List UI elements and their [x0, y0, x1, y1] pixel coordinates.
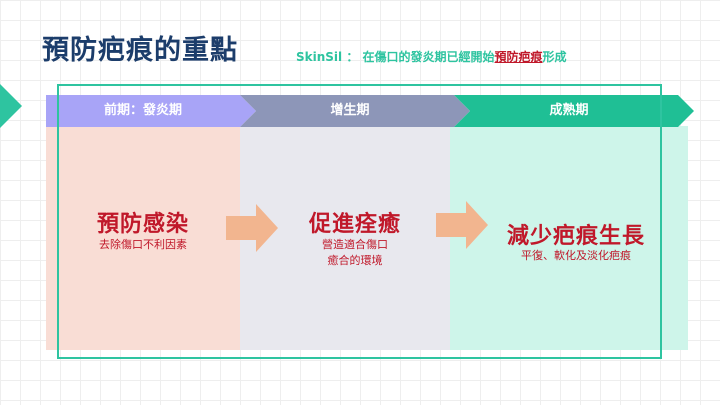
subtitle-text: 在傷口的發炎期已經開始	[362, 50, 495, 64]
arrow-right-icon	[436, 201, 488, 249]
stage-column-3	[450, 126, 688, 350]
stage-desc-2-line1: 營造適合傷口	[322, 238, 388, 251]
phase-chevron-1	[46, 95, 256, 127]
subtitle-brand: SkinSil ：	[296, 50, 359, 64]
phase-chevron-bar	[46, 95, 694, 127]
left-chevron-tab-icon	[0, 84, 22, 128]
stage-desc-1-line1: 去除傷口不利因素	[99, 238, 187, 251]
phase-label-3: 成熟期	[549, 103, 589, 118]
stage-column-1	[46, 126, 240, 350]
highlight-frame	[57, 84, 662, 359]
stage-title-1: 預防感染	[96, 212, 189, 237]
phase-chevron-3	[454, 95, 694, 127]
arrow-right-icon	[226, 204, 278, 252]
slide-title: 預防疤痕的重點	[42, 35, 238, 66]
phase-chevron-2	[240, 95, 470, 127]
stage-desc-1: 去除傷口不利因素	[46, 237, 240, 253]
stage-desc-2-line2: 癒合的環境	[327, 254, 383, 267]
slide-subtitle: SkinSil ： 在傷口的發炎期已經開始預防疤痕形成	[296, 48, 567, 65]
stage-title-2: 促進痊癒	[308, 212, 401, 237]
subtitle-highlight: 預防疤痕	[494, 50, 543, 64]
stage-desc-2: 營造適合傷口 癒合的環境	[270, 237, 440, 269]
stage-desc-3-line1: 平復、軟化及淡化疤痕	[521, 249, 631, 262]
subtitle-tail: 形成	[542, 50, 567, 64]
phase-label-1: 前期：發炎期	[103, 103, 182, 118]
phase-label-2: 增生期	[330, 103, 370, 118]
stage-title-3: 減少疤痕生長	[506, 224, 645, 249]
stage-column-2	[240, 126, 450, 350]
stage-desc-3: 平復、軟化及淡化疤痕	[478, 248, 674, 264]
